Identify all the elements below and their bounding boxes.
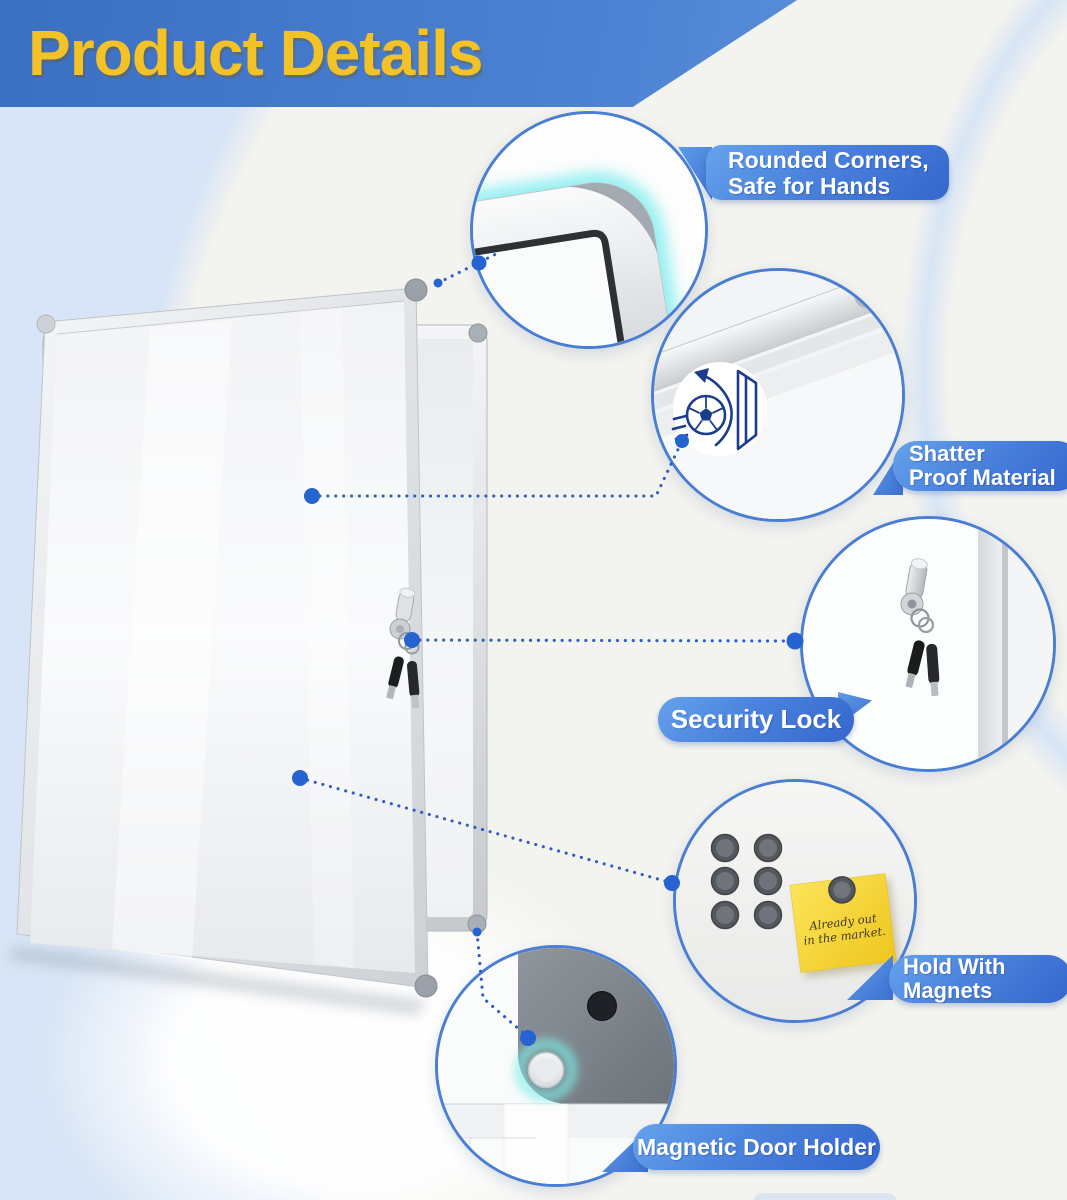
feature-label-line: Rounded Corners, xyxy=(728,146,929,173)
shatter-proof-badge xyxy=(671,362,767,456)
feature-label-line: Magnets xyxy=(903,978,993,1003)
arrow-head xyxy=(694,368,709,383)
feature-pill-magnetic-door-holder: Magnetic Door Holder xyxy=(633,1124,880,1170)
cutoff-pill-bottom xyxy=(753,1193,897,1200)
callout-circle-rounded-corners xyxy=(470,111,708,349)
feature-label-line: Magnetic Door Holder xyxy=(637,1133,876,1160)
feature-pill-hold-with-magnets: Hold With Magnets xyxy=(889,955,1067,1003)
feature-label-line: Shatter xyxy=(909,441,985,466)
magnet-dots-icon: Already out in the market. xyxy=(676,782,914,1020)
feature-pill-security-lock: Security Lock xyxy=(658,697,854,742)
soccer-ball-icon xyxy=(685,394,727,436)
bounce-arrow-icon xyxy=(702,374,733,447)
callout-circle-shatter-proof xyxy=(651,268,905,522)
shatter-proof-photo xyxy=(654,271,902,519)
sticky-note-icon: Already out in the market. xyxy=(789,873,901,978)
feature-pill-shatter-proof: Shatter Proof Material xyxy=(893,441,1067,491)
board-panel-icon xyxy=(736,369,758,451)
feature-label-line: Proof Material xyxy=(909,465,1056,490)
magnets-grid xyxy=(710,833,783,930)
feature-pill-rounded-corners: Rounded Corners, Safe for Hands xyxy=(706,145,949,200)
feature-label-line: Hold With xyxy=(903,954,1006,979)
board-glass-door xyxy=(16,278,438,998)
door-lock-with-keys xyxy=(386,587,420,709)
page-title: Product Details xyxy=(28,17,483,89)
feature-label-line: Security Lock xyxy=(670,704,842,734)
feature-label-line: Safe for Hands xyxy=(728,172,891,199)
rounded-corner-photo-icon xyxy=(473,114,705,346)
